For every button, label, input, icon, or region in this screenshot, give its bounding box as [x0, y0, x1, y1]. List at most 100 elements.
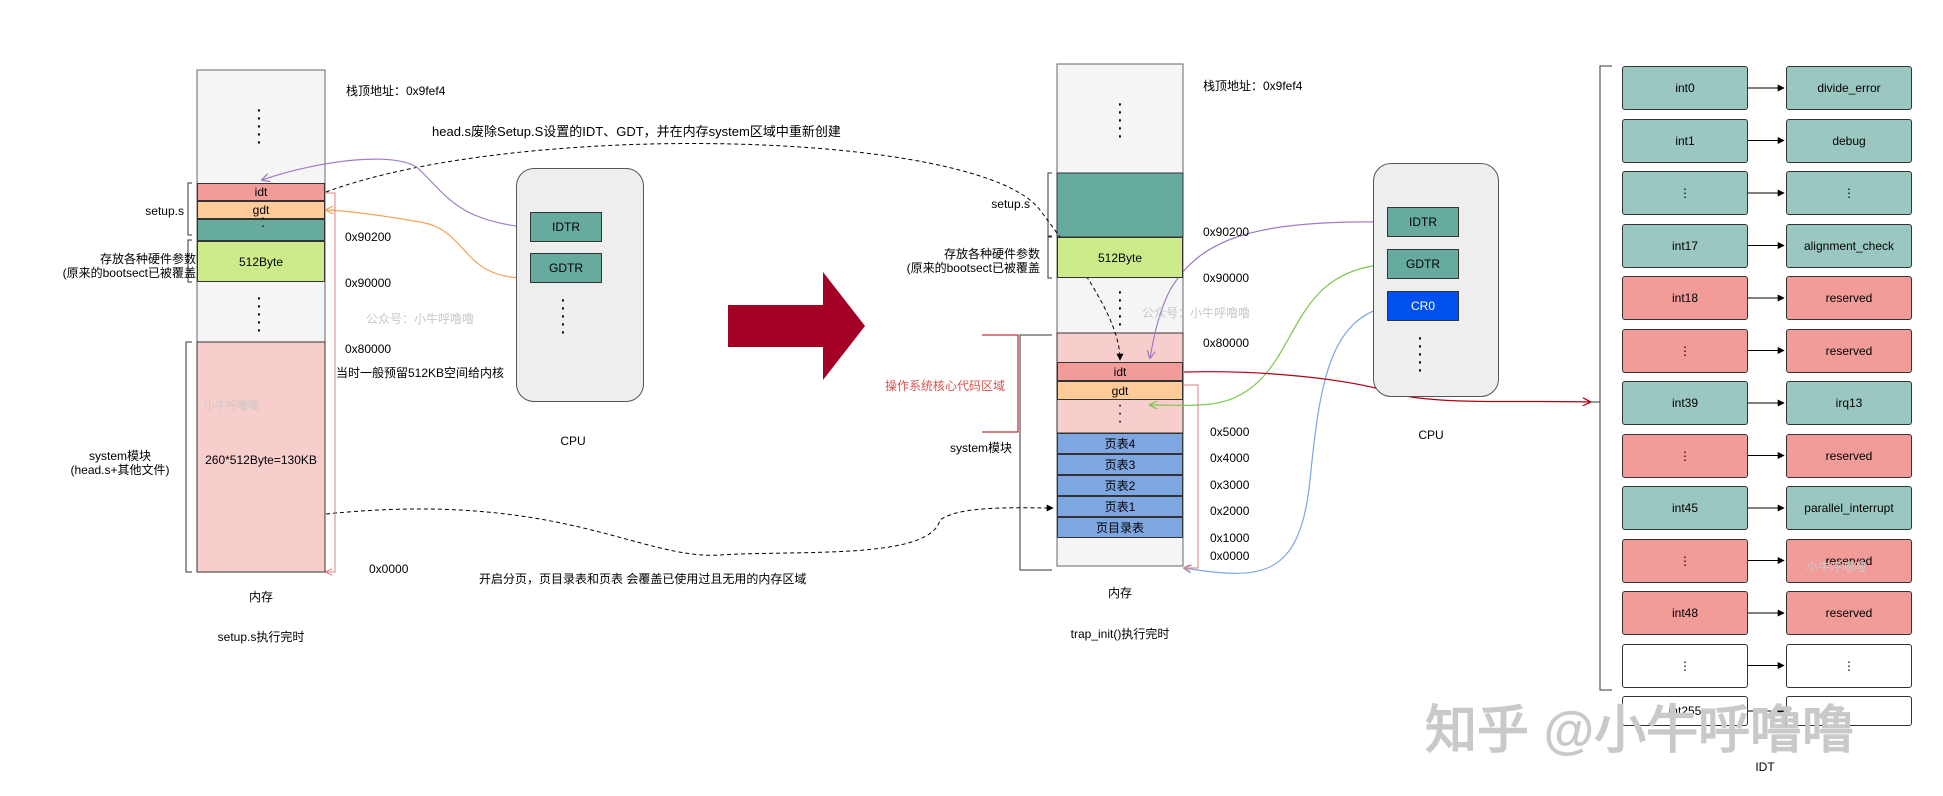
page-address-label: 0x1000 — [1210, 531, 1250, 545]
left-memory-label: 内存 — [248, 590, 274, 604]
idt-entry-handler — [1786, 696, 1912, 726]
right-cr0-register: CR0 — [1387, 291, 1459, 321]
right-gdtr-register: GDTR — [1387, 249, 1459, 279]
right-system-label: system模块 — [949, 441, 1012, 455]
left-cpu-ellipsis: ····· — [559, 289, 567, 343]
right-idt-block: idt — [1057, 362, 1183, 381]
idt-entry-handler: reserved — [1786, 433, 1912, 478]
right-caption: trap_init()执行完时 — [1070, 627, 1170, 641]
zhihu-watermark: 知乎 @小牛呼噜噜 — [1425, 702, 1855, 760]
right-system-bracket — [1019, 334, 1052, 571]
left-gdt-block: gdt — [197, 201, 325, 219]
idt-entry-vector: int0 — [1622, 66, 1748, 110]
left-system-size: 260*512Byte=130KB — [205, 453, 317, 467]
right-cr0-curve — [1184, 305, 1389, 574]
left-cpu-box — [516, 168, 644, 402]
idt-entry-handler: irq13 — [1786, 381, 1912, 425]
right-512byte-block: 512Byte — [1057, 237, 1183, 278]
page-table-block: 页表2 — [1057, 475, 1183, 496]
left-stack-top-label: 栈顶地址：0x9fef4 — [346, 84, 446, 98]
right-hw-label-1: 存放各种硬件参数 — [943, 247, 1040, 261]
left-hw-bracket — [187, 239, 192, 283]
left-watermark-1: 公众号：小牛呼噜噜 — [366, 312, 475, 326]
page-table-block: 页表3 — [1057, 454, 1183, 475]
right-gdt-block: gdt — [1057, 381, 1183, 400]
idt-entry-vector: int45 — [1622, 486, 1748, 530]
left-setup-teal-block — [197, 219, 325, 241]
left-addr-80000: 0x80000 — [345, 342, 392, 356]
right-setup-label: setup.s — [991, 197, 1030, 211]
left-mid-ellipsis: ····· — [255, 287, 263, 341]
idt-watermark: 小牛呼噜噜 — [1806, 560, 1867, 574]
right-os-core-label: 操作系统核心代码区域 — [884, 379, 1005, 393]
right-cpu-label: CPU — [1418, 428, 1444, 442]
idt-label: IDT — [1755, 760, 1775, 774]
right-cpu-box — [1373, 163, 1499, 397]
head-note: head.s废除Setup.S设置的IDT、GDT，并在内存system区域中重… — [432, 124, 841, 139]
idt-entry-vector: ⋮ — [1622, 171, 1748, 215]
idt-entry-vector: ⋮ — [1622, 538, 1748, 583]
left-top-ellipsis: ····· — [255, 99, 263, 153]
page-address-label: 0x0000 — [1210, 549, 1250, 563]
left-idtr-register: IDTR — [530, 212, 602, 242]
page-table-block: 页表4 — [1057, 433, 1183, 454]
right-oscore-bracket — [982, 334, 1019, 433]
right-teal-block — [1056, 172, 1184, 238]
page-table-block: 页表1 — [1057, 496, 1183, 517]
left-hw-label-2: (原来的bootsect已被覆盖 — [62, 266, 196, 280]
left-system-bracket — [185, 341, 192, 573]
idt-entry-handler: reserved — [1786, 328, 1912, 373]
left-reserve-note: 当时一般预留512KB空间给内核 — [336, 366, 505, 380]
idt-entry-vector: int1 — [1622, 118, 1748, 163]
left-addr-90000: 0x90000 — [345, 276, 392, 290]
idt-entry-vector: ⋮ — [1622, 643, 1748, 688]
left-gdtr-curve — [326, 210, 531, 279]
left-512byte-block: 512Byte — [197, 241, 325, 282]
idt-entry-handler: divide_error — [1786, 66, 1912, 110]
idt-entry-vector: ⋮ — [1622, 328, 1748, 373]
idt-entry-vector: int39 — [1622, 381, 1748, 425]
right-hw-label-2: (原来的bootsect已被覆盖 — [906, 261, 1040, 275]
idt-entry-handler: reserved — [1786, 538, 1912, 583]
right-watermark-1: 公众号：小牛呼噜噜 — [1142, 306, 1251, 320]
right-setup-bracket — [1047, 172, 1052, 237]
idt-entry-handler: alignment_check — [1786, 223, 1912, 268]
right-stack-top-label: 栈顶地址：0x9fef4 — [1203, 79, 1303, 93]
idt-entry-vector: int18 — [1622, 276, 1748, 320]
left-hw-label-1: 存放各种硬件参数 — [99, 252, 196, 266]
right-addr-line — [1184, 384, 1199, 568]
idt-entry-handler: debug — [1786, 118, 1912, 163]
left-idtr-curve — [262, 158, 531, 229]
left-setup-label: setup.s — [145, 204, 184, 218]
left-system-region — [196, 341, 326, 573]
idt-row-arrows — [1748, 84, 1785, 715]
idt-entry-vector: int48 — [1622, 591, 1748, 635]
paging-dashed-curve — [325, 504, 1054, 556]
right-top-ellipsis: ····· — [1116, 93, 1124, 147]
left-cpu-label: CPU — [560, 434, 586, 448]
left-system-label-1: system模块 — [88, 449, 152, 463]
idt-entry-handler: reserved — [1786, 276, 1912, 320]
page-address-label: 0x4000 — [1210, 451, 1250, 465]
right-addr-80000: 0x80000 — [1203, 336, 1250, 350]
right-idtr-register: IDTR — [1387, 207, 1459, 237]
idt-entry-handler: parallel_interrupt — [1786, 486, 1912, 530]
page-address-label: 0x3000 — [1210, 478, 1250, 492]
right-addr-90200: 0x90200 — [1203, 225, 1250, 239]
right-addr-90000: 0x90000 — [1203, 271, 1250, 285]
left-setup-bracket — [187, 182, 192, 236]
right-mid-ellipsis: ····· — [1116, 281, 1124, 335]
left-addr-90200: 0x90200 — [345, 230, 392, 244]
paging-note: 开启分页，页目录表和页表 会覆盖已使用过且无用的内存区域 — [479, 572, 807, 586]
left-system-label-2: (head.s+其他文件) — [70, 463, 170, 477]
left-watermark-2: 小牛呼噜噜 — [204, 400, 259, 412]
right-gdtr-curve — [1150, 263, 1389, 405]
page-table-block: 页目录表 — [1057, 517, 1183, 538]
idt-entry-vector: int17 — [1622, 223, 1748, 268]
idt-entry-vector: ⋮ — [1622, 433, 1748, 478]
page-address-label: 0x5000 — [1210, 425, 1250, 439]
right-cpu-ellipsis: ····· — [1416, 327, 1424, 381]
right-idtr-curve — [1150, 221, 1389, 358]
idt-entry-handler: reserved — [1786, 591, 1912, 635]
idt-entry-vector: int255 — [1622, 696, 1748, 726]
